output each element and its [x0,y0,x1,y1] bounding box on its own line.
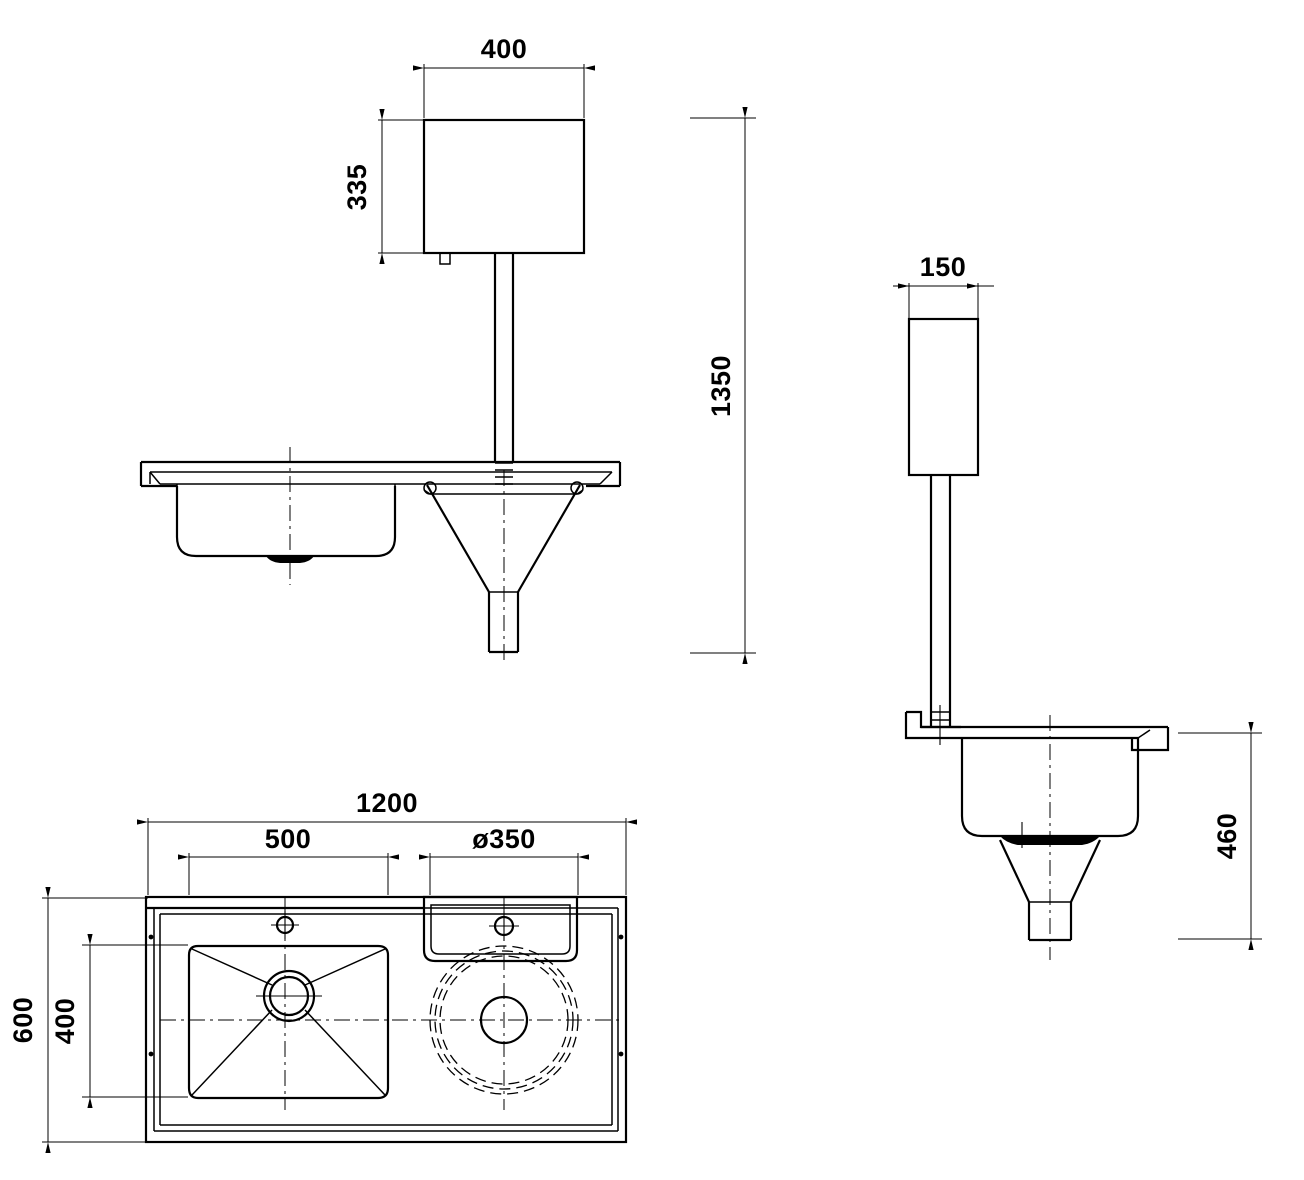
funnel-plan [429,896,579,1110]
dimension-cistern-depth: 150 [893,252,994,320]
dimension-cistern-height: 335 [342,109,424,264]
worktop-slab-front [139,460,622,488]
cistern-footprint-plan [422,895,579,963]
dimension-bowl-width: 400 [50,934,188,1108]
cistern-body-side [907,317,980,477]
dimension-bowl-height: 460 [1178,722,1262,950]
dimension-funnel-diameter: ø350 [419,824,589,895]
sink-bowl-plan [187,944,390,1100]
front-elevation-view: 400 335 1350 [139,34,756,664]
dimension-label-400-bowl-width: 400 [50,998,80,1045]
dimension-label-150-cistern-depth: 150 [920,252,967,282]
side-section-view: 150 [893,252,1262,960]
dimension-label-460-bowl-height: 460 [1212,813,1242,860]
flush-pipe-front [493,253,515,485]
dimension-label-1350-overall-height: 1350 [706,355,736,417]
plan-view: 1200 500 ø350 600 400 [8,788,637,1153]
dimension-label-500-bowl-length: 500 [265,824,312,854]
dimension-label-600-overall-depth: 600 [8,997,38,1044]
dimension-overall-height: 1350 [690,107,756,664]
sink-bowl-front [175,447,397,585]
tap-hole-left [271,896,299,1110]
dimension-label-400-cistern-width: 400 [481,34,528,64]
dimension-bowl-length: 500 [178,824,399,895]
worktop-slab-side [904,710,1170,752]
dimension-label-1200-overall-length: 1200 [356,788,418,818]
dimension-label-350-funnel-diameter: ø350 [472,824,536,854]
dimension-overall-length: 1200 [137,788,637,895]
flush-pipe-side [929,475,952,745]
cistern-body-front [422,118,586,265]
dimension-cistern-width: 400 [413,34,595,118]
funnel-front [423,470,584,662]
funnel-side [999,715,1101,960]
dimension-overall-depth: 600 [8,887,148,1153]
dimension-label-335-cistern-height: 335 [342,164,372,211]
